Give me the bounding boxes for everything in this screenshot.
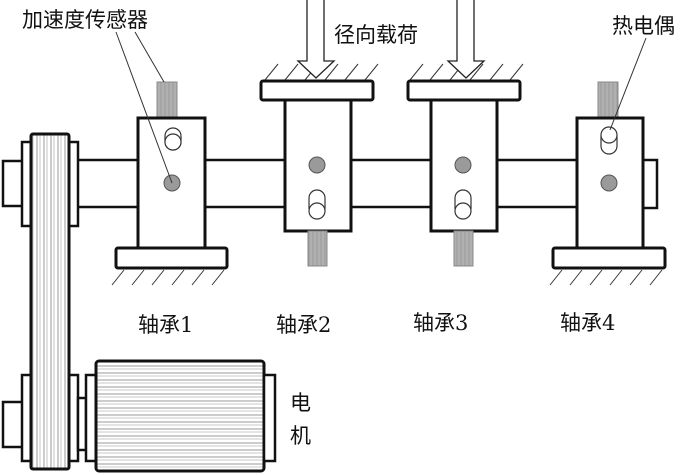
leader-lines [115, 31, 647, 184]
ground-hatching [111, 269, 225, 286]
motor-body [94, 359, 266, 473]
radial-load-arrow-2 [446, 0, 486, 79]
thermocouple-label: 热电偶 [612, 14, 675, 38]
sensor-mount-dot [600, 174, 618, 192]
bearing-1-label: 轴承1 [138, 313, 193, 337]
bearing-2-label: 轴承2 [276, 313, 331, 337]
motor-label-line1: 电 [290, 391, 311, 415]
radial-load-label: 径向载荷 [334, 23, 418, 47]
sensor-stub [307, 230, 328, 267]
ceiling-hatching [409, 63, 524, 81]
sensor-mount-dot [308, 156, 326, 174]
thermocouple-leader [609, 37, 647, 131]
bearing-3-label: 轴承3 [413, 311, 468, 335]
shaft-end-cap [641, 158, 659, 210]
accelerometer-label: 加速度传感器 [22, 8, 148, 32]
bearing-2 [259, 63, 379, 267]
thermocouple-sensor [597, 81, 619, 119]
oil-port-icon [600, 126, 618, 155]
oil-port-icon [164, 127, 182, 151]
sensor-mount-dot [454, 156, 472, 174]
load-plate [259, 79, 375, 102]
motor-end-cap-right [262, 373, 277, 463]
bearing-base [551, 246, 667, 270]
belt-drive [1, 132, 80, 471]
bearing-base [114, 246, 229, 270]
radial-load-arrow-1 [296, 0, 336, 79]
oil-port-icon [308, 189, 326, 220]
sensor-stub [453, 230, 474, 267]
motor: 电 机 [76, 359, 311, 473]
motor-label-line2: 机 [290, 424, 311, 448]
accelerometer-leader-to-dot [115, 31, 173, 184]
load-plate [406, 79, 522, 102]
ground-hatching [549, 269, 663, 286]
accelerometer-sensor [156, 81, 178, 119]
drive-belt [29, 132, 71, 471]
oil-port-icon [454, 189, 472, 220]
shaft [66, 158, 659, 210]
accelerometer-leader-to-sensor [134, 31, 165, 83]
bearing-4-label: 轴承4 [560, 311, 615, 335]
bearing-3 [406, 63, 524, 267]
bearing-4 [549, 81, 667, 286]
